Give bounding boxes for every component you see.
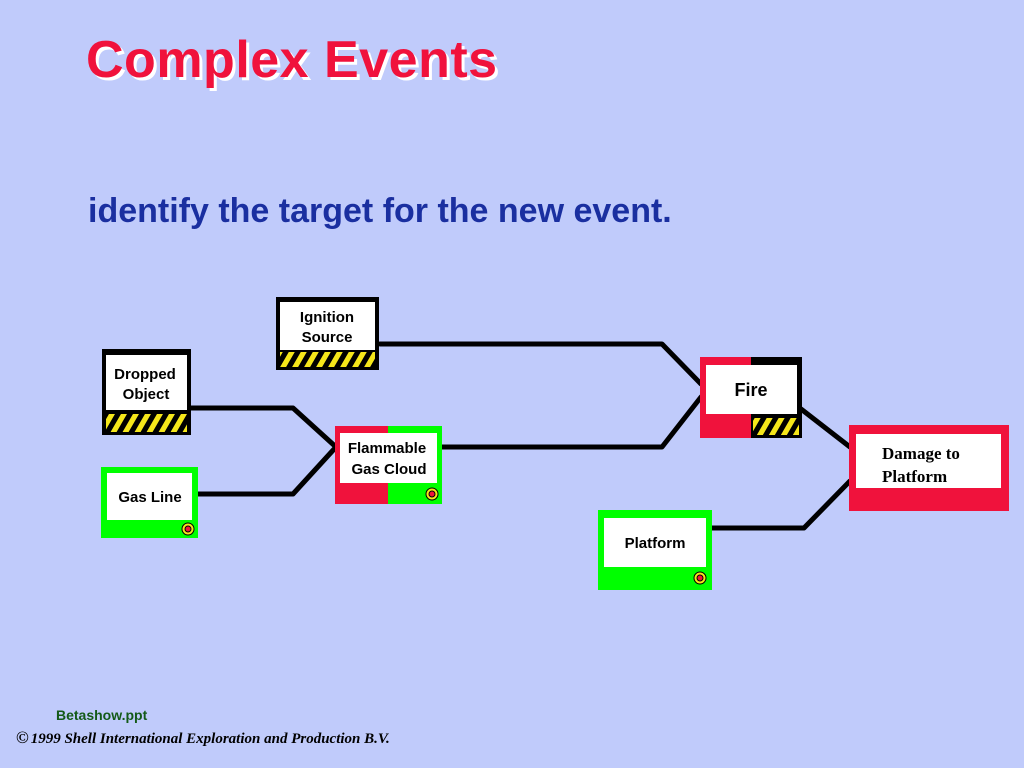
slide-title: Complex Events (86, 31, 498, 89)
copyright-symbol: © (16, 728, 29, 747)
gas-line-label: Gas Line (118, 489, 181, 506)
node-gas-line[interactable]: Gas Line (101, 467, 198, 538)
footer-file-name: Betashow.ppt (56, 707, 148, 723)
connector-fire-to-damage (798, 406, 853, 450)
platform-label: Platform (625, 535, 686, 552)
slide-subtitle: identify the target for the new event. (88, 192, 672, 230)
ignition-source-label-1: Ignition (300, 309, 354, 326)
ignition-source-label-2: Source (302, 329, 353, 346)
dropped-object-label-2: Object (123, 386, 170, 403)
fire-label: Fire (734, 380, 767, 400)
footer-copyright: ©1999 Shell International Exploration an… (16, 728, 390, 748)
damage-to-platform-label-2: Platform (882, 467, 947, 486)
barrier-target-icon (425, 487, 439, 501)
flammable-gas-cloud-label-1: Flammable (348, 440, 426, 457)
damage-to-platform-label-1: Damage to (882, 444, 960, 463)
barrier-target-icon (181, 522, 195, 536)
barrier-target-icon (693, 571, 707, 585)
connector-cloud-to-fire (439, 394, 704, 450)
dropped-object-label-1: Dropped (114, 366, 176, 383)
node-fire[interactable]: Fire (700, 357, 802, 438)
connectors (187, 341, 853, 531)
node-dropped-object[interactable]: Dropped Object (102, 349, 191, 435)
connector-platform-to-damage (709, 478, 853, 531)
node-damage-to-platform[interactable]: Damage to Platform (849, 425, 1009, 511)
connector-dropped-to-cloud (187, 405, 339, 450)
connector-ignition-to-fire (377, 341, 704, 387)
node-flammable-gas-cloud[interactable]: Flammable Gas Cloud (335, 426, 442, 504)
node-ignition-source[interactable]: Ignition Source (276, 297, 379, 370)
copyright-text: 1999 Shell International Exploration and… (30, 731, 390, 747)
node-platform[interactable]: Platform (598, 510, 712, 590)
flammable-gas-cloud-label-2: Gas Cloud (351, 461, 426, 478)
connector-gasline-to-cloud (194, 444, 339, 497)
